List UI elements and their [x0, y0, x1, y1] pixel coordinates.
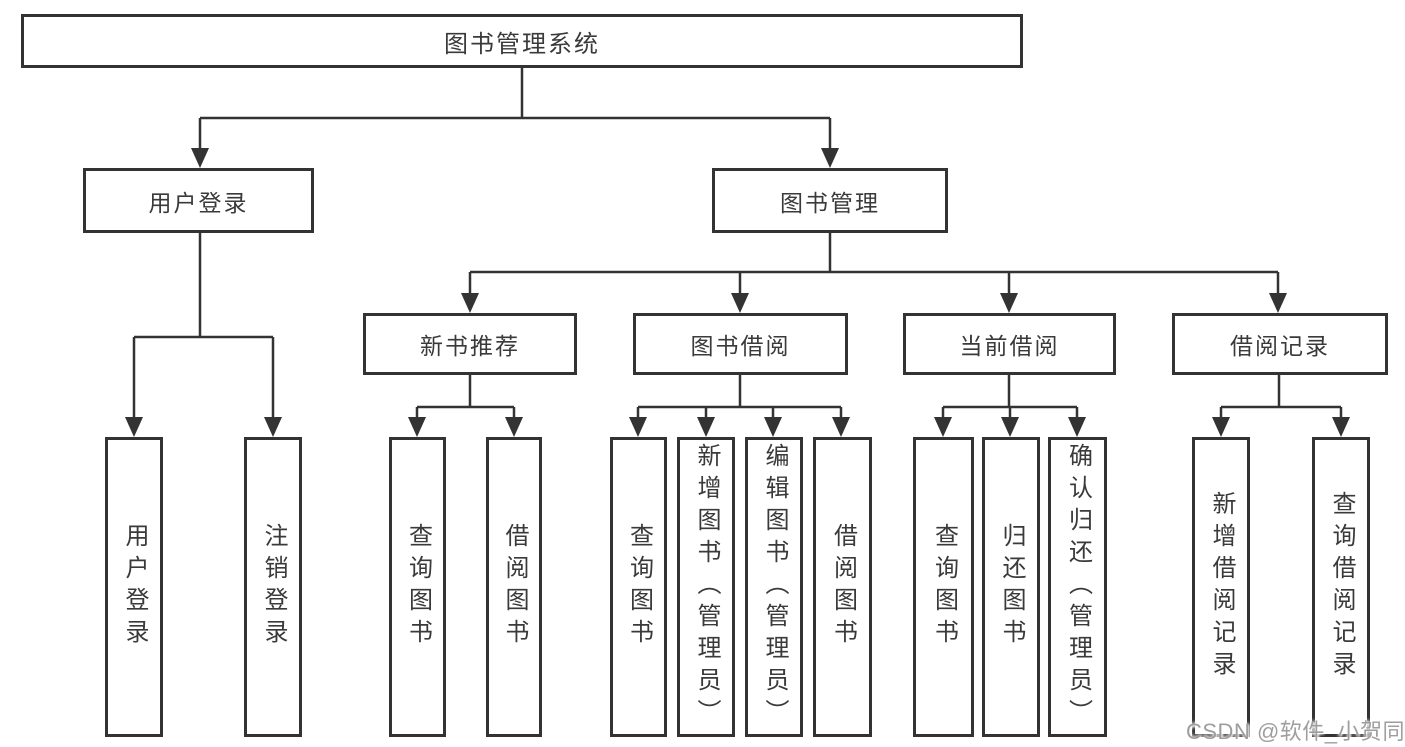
node-leaf-newbook-query-label: 查询图书	[404, 523, 432, 651]
csdn-watermark: CSDN @软件_小贺同学	[1186, 719, 1405, 744]
node-leaf-current-query-label: 查询图书	[930, 523, 958, 651]
node-leaf-return-book-label: 归还图书	[998, 523, 1025, 651]
node-leaf-logout-label: 注销登录	[260, 523, 287, 651]
node-new-books-label: 新书推荐	[420, 333, 520, 359]
node-leaf-add-record: 新增借阅记录	[1192, 437, 1250, 737]
node-leaf-return-book: 归还图书	[982, 437, 1040, 737]
arrowhead-icon	[191, 148, 209, 168]
node-book-borrow-label: 图书借阅	[690, 333, 791, 359]
node-leaf-add-record-label: 新增借阅记录	[1208, 491, 1235, 683]
node-leaf-confirm-return-label: 确认归还（管理员）	[1064, 443, 1092, 731]
arrowhead-icon	[821, 148, 839, 168]
arrowhead-icon	[408, 417, 426, 437]
node-borrow-records: 借阅记录	[1172, 313, 1388, 375]
connector-new-books	[415, 373, 516, 419]
arrowhead-icon	[764, 417, 782, 437]
node-leaf-borrow-query: 查询图书	[610, 437, 667, 737]
node-leaf-edit-book: 编辑图书（管理员）	[745, 437, 803, 737]
node-leaf-add-book: 新增图书（管理员）	[677, 437, 735, 737]
arrowhead-icon	[934, 417, 952, 437]
arrowhead-icon	[731, 293, 749, 313]
node-current-borrow: 当前借阅	[903, 313, 1116, 375]
node-root-label: 图书管理系统	[444, 30, 600, 58]
connector-borrow-records	[1219, 373, 1343, 419]
node-leaf-user-login-label: 用户登录	[121, 523, 148, 651]
node-book-borrow: 图书借阅	[633, 313, 848, 375]
node-leaf-borrow-book-label: 借阅图书	[829, 523, 857, 651]
arrowhead-icon	[1001, 417, 1019, 437]
arrowhead-icon	[697, 417, 715, 437]
node-leaf-query-record-label: 查询借阅记录	[1328, 491, 1355, 683]
node-borrow-records-label: 借阅记录	[1230, 333, 1330, 359]
arrowhead-icon	[1000, 293, 1018, 313]
node-leaf-newbook-query: 查询图书	[389, 437, 446, 737]
arrowhead-icon	[1332, 417, 1350, 437]
arrowhead-icon	[125, 417, 143, 437]
node-user-login: 用户登录	[83, 168, 314, 233]
arrowhead-icon	[461, 293, 479, 313]
node-leaf-query-record: 查询借阅记录	[1312, 437, 1370, 737]
connector-root	[198, 66, 832, 150]
arrowhead-icon	[1269, 293, 1287, 313]
node-book-mgmt: 图书管理	[712, 168, 948, 233]
arrowhead-icon	[832, 417, 850, 437]
node-book-mgmt-label: 图书管理	[780, 189, 880, 216]
node-current-borrow-label: 当前借阅	[959, 333, 1060, 359]
arrowhead-icon	[1068, 417, 1086, 437]
node-leaf-current-query: 查询图书	[913, 437, 974, 737]
arrowhead-icon	[264, 417, 282, 437]
connector-current-borrow	[941, 373, 1079, 419]
node-new-books: 新书推荐	[363, 313, 577, 375]
node-root: 图书管理系统	[21, 14, 1023, 68]
connector-book-borrow	[636, 373, 843, 419]
node-leaf-newbook-borrow: 借阅图书	[486, 437, 542, 737]
node-leaf-user-login: 用户登录	[105, 437, 163, 737]
arrowhead-icon	[1212, 417, 1230, 437]
node-leaf-logout: 注销登录	[244, 437, 302, 737]
node-leaf-newbook-borrow-label: 借阅图书	[501, 523, 528, 651]
arrowhead-icon	[629, 417, 647, 437]
connector-book-mgmt	[468, 230, 1280, 295]
node-leaf-edit-book-label: 编辑图书（管理员）	[761, 443, 788, 731]
node-leaf-add-book-label: 新增图书（管理员）	[693, 443, 720, 731]
arrowhead-icon	[505, 417, 523, 437]
connector-user-login	[132, 230, 275, 419]
node-user-login-label: 用户登录	[148, 189, 249, 216]
node-leaf-confirm-return: 确认归还（管理员）	[1048, 437, 1107, 737]
node-leaf-borrow-query-label: 查询图书	[625, 523, 653, 651]
node-leaf-borrow-book: 借阅图书	[813, 437, 872, 737]
